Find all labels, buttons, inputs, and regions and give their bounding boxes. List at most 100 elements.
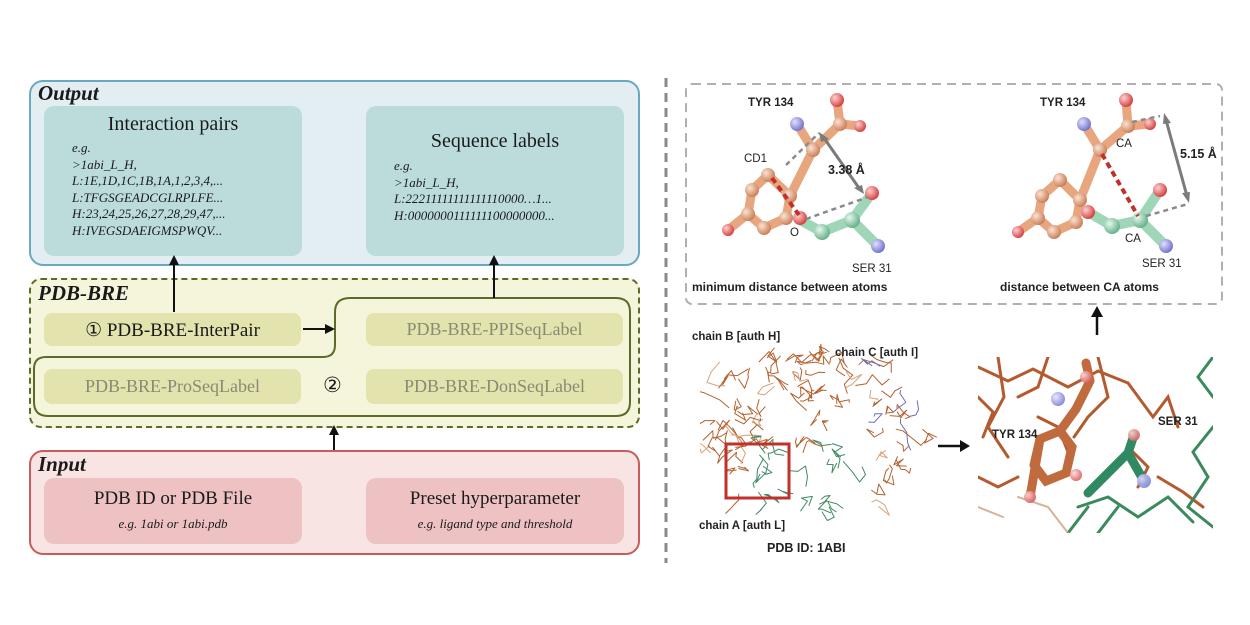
protein-backbone-segment xyxy=(786,353,821,363)
left-o-label: O xyxy=(790,227,799,239)
pdb-id-example: e.g. 1abi or 1abi.pdb xyxy=(118,516,228,531)
interpair-box: ① PDB-BRE-InterPair xyxy=(44,313,301,346)
sequence-line: L:22211111111111110000…1... xyxy=(394,191,552,206)
protein-backbone-segment xyxy=(875,449,888,461)
protein-backbone-segment xyxy=(796,360,812,366)
zoom-ser-label: SER 31 xyxy=(1158,416,1198,428)
donseqlabel-label: PDB-BRE-DonSeqLabel xyxy=(404,376,585,396)
protein-backbone-segment xyxy=(895,428,928,446)
protein-backbone-segment xyxy=(752,458,764,488)
ser-molecule-left xyxy=(793,186,885,253)
right-tyr-label: TYR 134 xyxy=(1040,97,1086,109)
protein-backbone-segment xyxy=(759,454,773,475)
protein-backbone-segment xyxy=(792,367,803,381)
preset-example: e.g. ligand type and threshold xyxy=(417,516,573,531)
sequence-labels-heading: Sequence labels xyxy=(430,130,560,152)
ppiseqlabel-label: PDB-BRE-PPISeqLabel xyxy=(406,319,583,339)
output-title: Output xyxy=(38,81,99,105)
protein-backbone-segment xyxy=(736,434,762,445)
protein-backbone-segment xyxy=(737,367,751,389)
zoomed-interface xyxy=(978,357,1213,533)
left-cd1-label: CD1 xyxy=(744,153,768,165)
protein-backbone-segment xyxy=(800,495,813,512)
protein-backbone-segment xyxy=(767,448,789,461)
protein-backbone-segment xyxy=(788,465,808,487)
protein-backbone-segment xyxy=(730,434,746,465)
protein-backbone-segment xyxy=(869,389,879,400)
protein-backbone-segment xyxy=(812,439,832,452)
protein-backbone-segment xyxy=(737,405,759,416)
protein-backbone-segment xyxy=(795,436,805,448)
protein-backbone-segment xyxy=(895,459,912,474)
proseqlabel-label: PDB-BRE-ProSeqLabel xyxy=(85,376,260,396)
protein-backbone-segment xyxy=(734,416,762,425)
protein-backbone-segment xyxy=(797,379,815,392)
preset-box: Preset hyperparameter e.g. ligand type a… xyxy=(366,478,624,544)
right-ca-bottom-label: CA xyxy=(1125,233,1141,245)
protein-backbone-segment xyxy=(899,418,912,451)
sequence-line: e.g. xyxy=(394,158,413,173)
protein-backbone-segment xyxy=(814,384,827,394)
protein-backbone-segment xyxy=(835,358,848,377)
protein-backbone-segment xyxy=(700,391,730,409)
protein-backbone-segment xyxy=(733,398,742,411)
protein-backbone-segment xyxy=(734,405,746,421)
right-distance-label: 5.15 Å xyxy=(1180,147,1217,161)
protein-backbone-segment xyxy=(755,491,767,515)
protein-backbone-segment xyxy=(767,355,782,383)
protein-backbone-segment xyxy=(882,467,895,486)
protein-backbone-segment xyxy=(870,354,892,373)
pdb-id-label: PDB ID: 1ABI xyxy=(767,541,846,555)
vertical-divider xyxy=(664,78,668,563)
interaction-pairs-heading: Interaction pairs xyxy=(107,113,239,135)
sequence-line: >1abi_L_H, xyxy=(394,174,459,190)
protein-backbone-segment xyxy=(700,420,716,425)
tyr-molecule-right xyxy=(1012,93,1156,239)
interaction-line: >1abi_L_H, xyxy=(72,156,137,172)
protein-backbone-segment xyxy=(718,370,736,389)
proseqlabel-box: PDB-BRE-ProSeqLabel xyxy=(44,369,301,404)
protein-backbone-segment xyxy=(796,437,816,447)
protein-backbone-segment xyxy=(751,412,764,427)
protein-backbone-segment xyxy=(726,467,737,475)
protein-backbone-segment xyxy=(702,430,727,441)
protein-backbone-segment xyxy=(829,394,844,408)
protein-backbone-segment xyxy=(858,359,894,368)
protein-backbone-segment xyxy=(777,488,794,496)
protein-backbone-segment xyxy=(763,494,780,504)
protein-backbone-segment xyxy=(872,398,883,408)
chain-c-label: chain C [auth I] xyxy=(835,347,919,359)
protein-backbone-segment xyxy=(804,355,831,365)
protein-backbone-segment xyxy=(800,385,823,397)
pdb-id-box: PDB ID or PDB File e.g. 1abi or 1abi.pdb xyxy=(44,478,302,544)
protein-backbone-segment xyxy=(827,500,844,513)
protein-backbone-segment xyxy=(866,427,884,438)
protein-backbone-segment xyxy=(750,435,766,454)
protein-structure xyxy=(700,343,938,521)
protein-backbone-segment xyxy=(881,386,903,398)
right-ca-top-label: CA xyxy=(1116,138,1132,150)
protein-backbone-segment xyxy=(802,440,823,453)
left-ser-label: SER 31 xyxy=(852,263,892,275)
protein-backbone-segment xyxy=(737,465,749,472)
donseqlabel-box: PDB-BRE-DonSeqLabel xyxy=(366,369,623,404)
interaction-line: e.g. xyxy=(72,140,91,155)
right-caption: distance between CA atoms xyxy=(1000,280,1159,294)
protein-backbone-segment xyxy=(870,483,886,496)
protein-backbone-segment xyxy=(922,428,938,444)
protein-backbone-segment xyxy=(893,456,907,467)
protein-backbone-segment xyxy=(842,460,866,483)
protein-backbone-segment xyxy=(868,413,883,423)
protein-backbone-segment xyxy=(855,374,890,386)
protein-backbone-segment xyxy=(714,419,730,441)
protein-backbone-segment xyxy=(908,400,920,418)
circle-two-label: ② xyxy=(323,373,342,397)
protein-backbone-segment xyxy=(725,451,744,464)
interpair-label: ① PDB-BRE-InterPair xyxy=(85,320,260,341)
ppiseqlabel-box: PDB-BRE-PPISeqLabel xyxy=(366,313,623,346)
protein-backbone-segment xyxy=(885,405,894,415)
protein-backbone-segment xyxy=(884,464,893,484)
interaction-pairs-box: Interaction pairs e.g. >1abi_L_H, L:1E,1… xyxy=(44,106,302,256)
